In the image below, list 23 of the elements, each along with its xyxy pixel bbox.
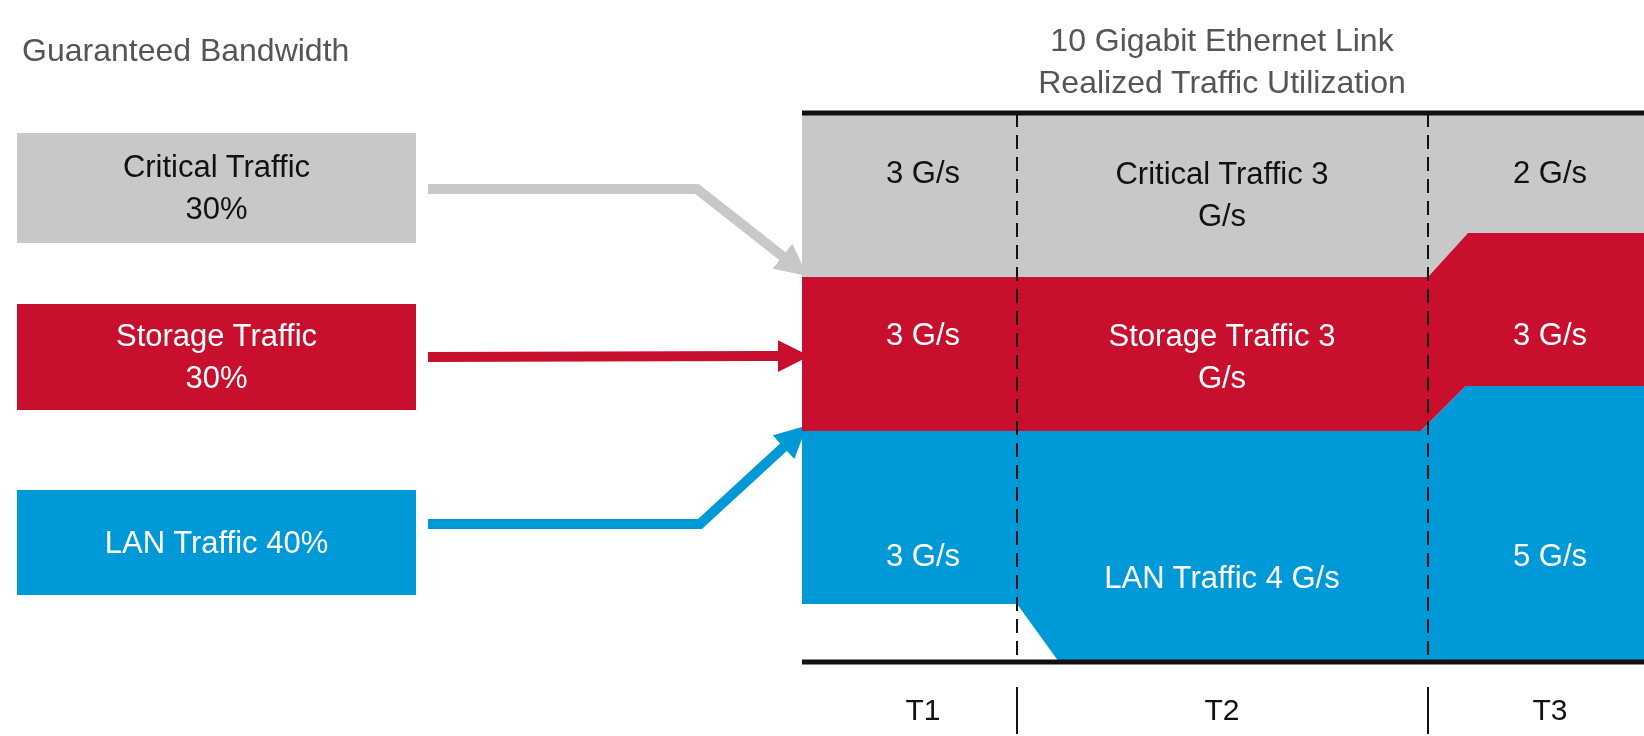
traffic-band [802, 113, 1644, 277]
heading: 10 Gigabit Ethernet Link Realized Traffic Utilization [1037, 21, 1407, 102]
traffic-label: LAN Traffic 4 G/s [1103, 559, 1341, 598]
traffic-label: 5 G/s [1511, 537, 1589, 576]
time-label: T3 [1531, 692, 1569, 728]
time-label: T1 [904, 692, 942, 728]
traffic-box [17, 304, 416, 410]
traffic-label: Storage Traffic 30% [115, 317, 318, 397]
traffic-band [802, 233, 1644, 431]
traffic-label: LAN Traffic 40% [103, 523, 330, 562]
traffic-band [802, 386, 1644, 662]
traffic-box [17, 490, 416, 595]
traffic-label: 3 G/s [884, 154, 962, 193]
traffic-box [17, 133, 416, 243]
traffic-label: Critical Traffic 30% [121, 148, 312, 228]
traffic-label: Critical Traffic 3 G/s [1114, 155, 1330, 235]
traffic-label: 3 G/s [884, 316, 962, 355]
traffic-label: 3 G/s [884, 537, 962, 576]
traffic-label: Storage Traffic 3 G/s [1107, 317, 1337, 397]
traffic-label: 3 G/s [1511, 316, 1589, 355]
time-label: T2 [1203, 692, 1241, 728]
traffic-label: 2 G/s [1511, 154, 1589, 193]
heading: Guaranteed Bandwidth [22, 31, 351, 70]
